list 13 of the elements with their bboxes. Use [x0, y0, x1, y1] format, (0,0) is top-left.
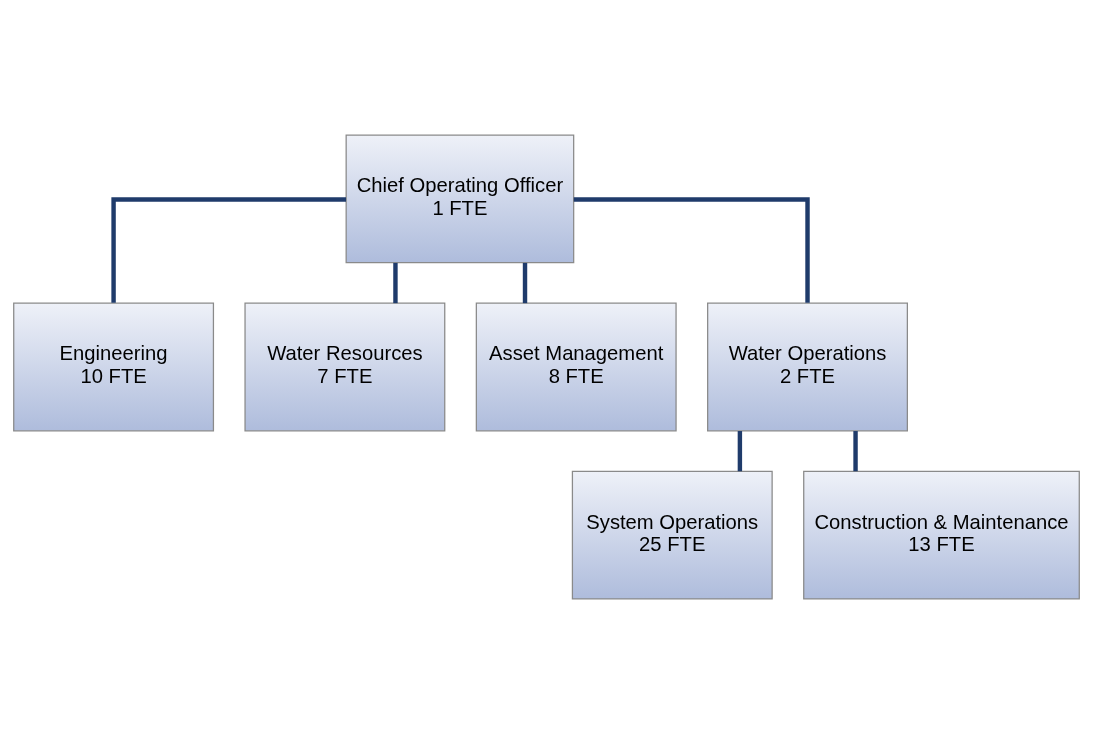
- connector: [393, 262, 398, 304]
- node-box: Construction & Maintenance 13 FTE: [803, 470, 1080, 600]
- connector: [573, 197, 810, 303]
- connector: [522, 262, 528, 304]
- node-box: Chief Operating Officer 1 FTE: [345, 134, 575, 264]
- node-box: Engineering 10 FTE: [13, 302, 215, 432]
- node-box: Water Operations 2 FTE: [707, 302, 908, 432]
- node-box: Water Resources 7 FTE: [244, 302, 446, 432]
- connector: [853, 431, 858, 472]
- node-box: System Operations 25 FTE: [571, 470, 773, 600]
- connector: [111, 197, 347, 303]
- node-box: Asset Management 8 FTE: [475, 302, 677, 432]
- connector: [737, 431, 743, 472]
